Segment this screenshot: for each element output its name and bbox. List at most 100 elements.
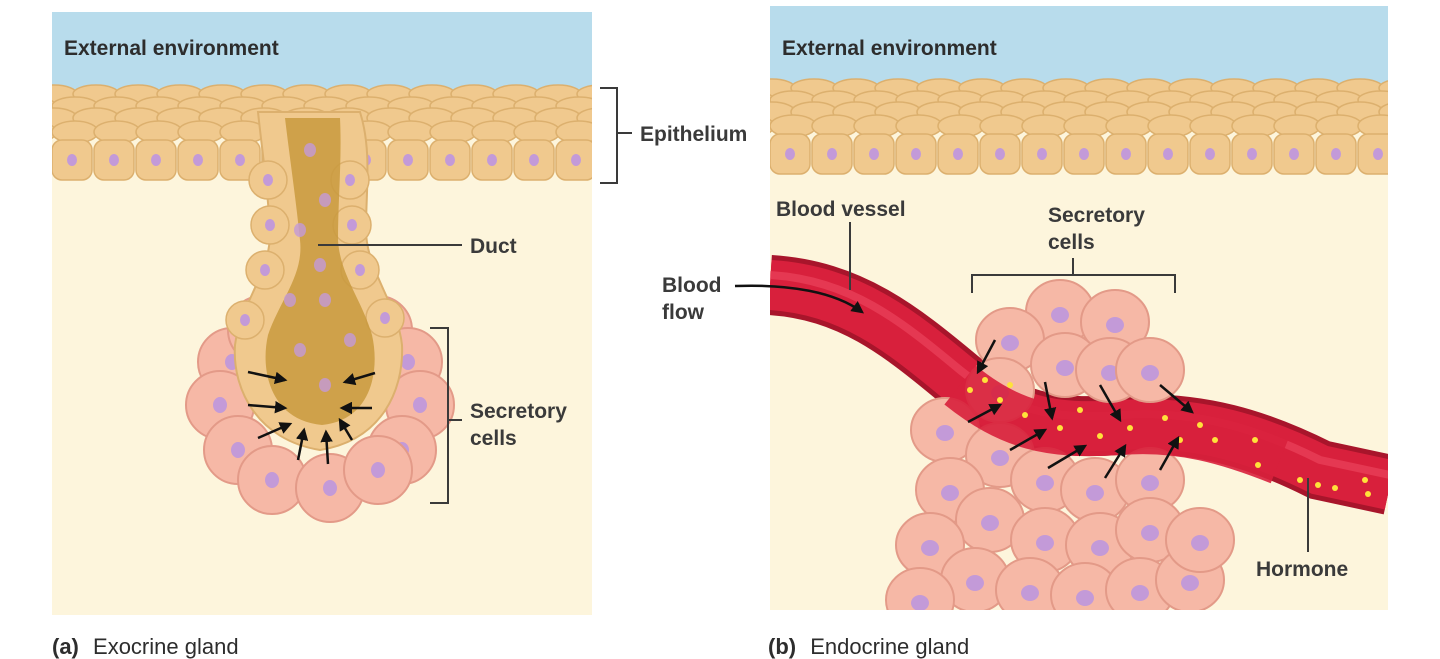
epithelial-cell <box>0 85 35 103</box>
secretion-arrow <box>342 371 376 386</box>
endocrine-secretion-arrows <box>967 339 1194 479</box>
cell-nucleus <box>995 148 1005 160</box>
epithelial-cell <box>707 102 753 122</box>
cell-nucleus <box>193 154 203 166</box>
cell-nucleus <box>151 154 161 166</box>
cell-nucleus <box>1091 540 1109 556</box>
epithelial-cell <box>770 94 775 106</box>
cell-nucleus <box>1101 365 1119 381</box>
panel-exocrine: External environment Epithelium Duct Sec… <box>0 12 747 659</box>
cell-nucleus <box>380 312 390 324</box>
cell-nucleus <box>785 148 795 160</box>
cell-nucleus <box>345 174 355 186</box>
cell-nucleus <box>1181 575 1199 591</box>
cell-nucleus <box>1121 148 1131 160</box>
hormone-molecule <box>1097 433 1103 439</box>
cell-nucleus <box>941 485 959 501</box>
cell-nucleus <box>1131 585 1149 601</box>
endocrine-environment-label: External environment <box>782 37 997 60</box>
cell-nucleus <box>1001 335 1019 351</box>
exocrine-secretory-label-line2: cells <box>470 427 517 450</box>
secretion-arrow <box>320 429 333 465</box>
hormone-molecule <box>1252 437 1258 443</box>
hormone-molecule <box>1007 382 1013 388</box>
endocrine-gland <box>885 279 1290 610</box>
secretion-arrow <box>247 370 288 384</box>
cell-nucleus <box>231 442 245 458</box>
exocrine-external-environment <box>52 12 592 92</box>
cell-nucleus <box>401 354 415 370</box>
secretion-arrow <box>1103 443 1127 479</box>
hormone-molecule <box>1077 407 1083 413</box>
cell-nucleus <box>1037 148 1047 160</box>
cell-nucleus <box>323 480 337 496</box>
cell-nucleus <box>529 154 539 166</box>
cell-nucleus <box>445 154 455 166</box>
cell-nucleus <box>263 174 273 186</box>
exocrine-caption: (a) Exocrine gland <box>52 634 239 659</box>
hormone-molecule <box>1127 425 1133 431</box>
cell-nucleus <box>827 148 837 160</box>
cell-nucleus <box>1086 485 1104 501</box>
endocrine-caption: (b) Endocrine gland <box>768 634 969 659</box>
cell-nucleus <box>1205 148 1215 160</box>
cell-nucleus <box>235 154 245 166</box>
epithelium-bracket <box>600 87 632 184</box>
cell-nucleus <box>1163 148 1173 160</box>
exocrine-gland <box>185 111 455 523</box>
secretory-cell <box>885 567 955 610</box>
blood-flow-arrow <box>734 284 865 314</box>
cell-nucleus <box>319 378 331 392</box>
exocrine-secretory-label-line1: Secretory <box>470 400 567 423</box>
blood-vessel-label: Blood vessel <box>776 198 906 221</box>
cell-nucleus <box>319 293 331 307</box>
hormone-molecule <box>1057 425 1063 431</box>
cell-nucleus <box>109 154 119 166</box>
cell-nucleus <box>911 148 921 160</box>
cell-nucleus <box>344 333 356 347</box>
epithelial-cell <box>52 100 57 112</box>
secretion-arrow <box>1158 435 1180 471</box>
secretion-arrow <box>247 400 288 414</box>
hormone-molecule <box>1022 412 1028 418</box>
epithelial-cell <box>52 124 57 140</box>
secretion-arrow <box>1098 384 1122 423</box>
cell-nucleus <box>355 264 365 276</box>
endocrine-secretory-bracket <box>971 258 1176 293</box>
vessel-over-gland <box>944 365 1290 484</box>
hormone-molecule <box>1297 477 1303 483</box>
hormone-molecule <box>1212 437 1218 443</box>
cell-nucleus <box>1141 365 1159 381</box>
cell-nucleus <box>1191 535 1209 551</box>
cell-nucleus <box>213 397 227 413</box>
secretion-arrow <box>1159 384 1194 414</box>
hormone-molecule <box>982 377 988 383</box>
cell-nucleus <box>1141 525 1159 541</box>
cell-nucleus <box>1036 535 1054 551</box>
cell-nucleus <box>1331 148 1341 160</box>
secretion-arrow <box>338 417 354 441</box>
hormone-molecule <box>1315 482 1321 488</box>
secretion-arrow <box>1009 428 1048 452</box>
endocrine-secretory-label-line2: cells <box>1048 231 1095 254</box>
endocrine-caption-letter: (b) <box>768 634 796 659</box>
hormone-label: Hormone <box>1256 558 1348 581</box>
hormone-molecule <box>1162 415 1168 421</box>
cell-nucleus <box>1056 360 1074 376</box>
cell-nucleus <box>1076 590 1094 606</box>
cell-nucleus <box>304 143 316 157</box>
cell-nucleus <box>1036 475 1054 491</box>
cell-nucleus <box>1289 148 1299 160</box>
cell-nucleus <box>869 148 879 160</box>
cell-nucleus <box>1247 148 1257 160</box>
cell-nucleus <box>314 258 326 272</box>
hormone-molecule <box>1197 422 1203 428</box>
exocrine-secretory-bracket <box>430 327 462 504</box>
exocrine-caption-letter: (a) <box>52 634 79 659</box>
duct-label: Duct <box>470 235 517 258</box>
hormone-molecule <box>1365 491 1371 497</box>
cell-nucleus <box>966 575 984 591</box>
hormone-molecules <box>967 377 1371 497</box>
